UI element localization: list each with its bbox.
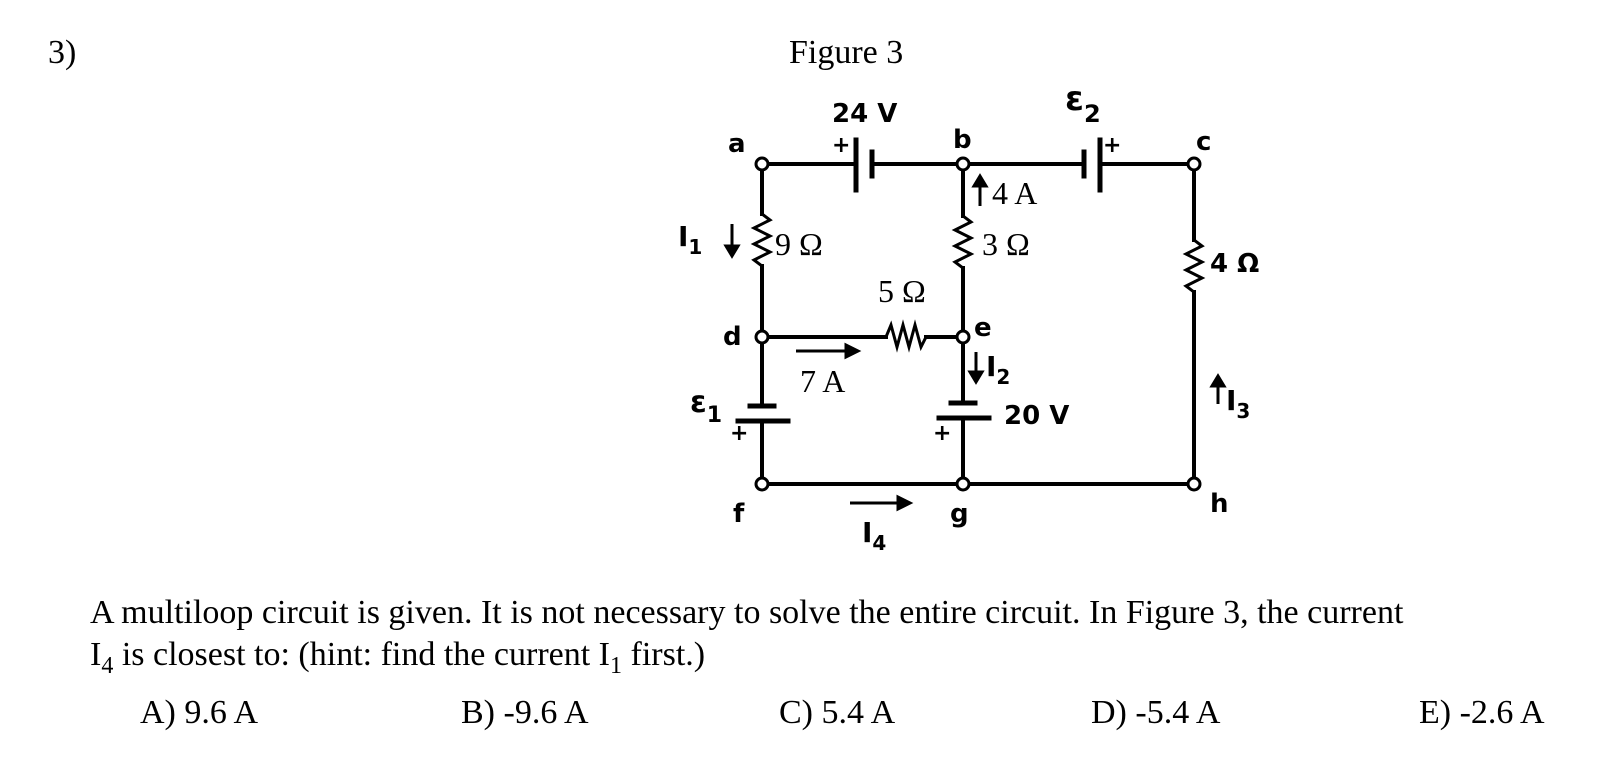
label-node-b: b [953,125,972,155]
label-i2: I2 [986,350,1010,389]
question-line2: is closest to: (hint: find the current I [113,636,610,673]
label-node-d: d [723,322,742,352]
label-node-e: e [974,313,992,343]
plus-e1: + [730,421,748,446]
choice-c[interactable]: C) 5.4 A [779,694,896,731]
label-node-c: c [1196,127,1211,157]
label-20v: 20 V [1004,401,1069,431]
node-d [754,329,770,345]
node-e [955,329,971,345]
node-a [754,156,770,172]
label-node-g: g [950,499,969,529]
label-e2: ε2 [1065,79,1101,128]
resistor-4-ohm [1182,237,1206,295]
arrow-4a-up-icon [971,173,989,188]
arrow-i2-down-icon [967,370,985,385]
node-f [754,476,770,492]
resistor-9-ohm [750,211,774,269]
figure-title: Figure 3 [789,34,904,71]
question-i-symbol: I [90,636,102,673]
question-number: 3) [48,34,77,71]
arrow-i1-down-icon [723,244,741,259]
resistor-5-ohm [884,319,929,353]
choice-e[interactable]: E) -2.6 A [1419,694,1545,731]
label-i3: I3 [1226,384,1250,423]
arrow-7a-right-icon [844,342,862,360]
question-line3: first.) [622,636,706,673]
node-c [1186,156,1202,172]
question-i-sub: 4 [101,652,114,679]
question-line1: A multiloop circuit is given. It is not … [90,594,1404,631]
plus-24v: + [832,133,850,158]
question-i1-sub: 1 [610,652,622,679]
label-5-ohm: 5 Ω [878,273,926,309]
label-i1: I1 [678,220,702,259]
plus-e2: + [1103,133,1121,158]
label-node-f: f [733,499,745,529]
node-h [1186,476,1202,492]
node-b [955,156,971,172]
node-g [955,476,971,492]
choice-a[interactable]: A) 9.6 A [140,694,259,731]
label-4-ohm: 4 Ω [1210,249,1259,279]
label-3-ohm: 3 Ω [982,226,1030,262]
arrow-i3-up-icon [1209,373,1227,388]
label-9-ohm: 9 Ω [775,226,823,262]
label-7a: 7 A [800,363,845,399]
choice-b[interactable]: B) -9.6 A [461,694,589,731]
question-text: A multiloop circuit is given. It is not … [90,592,1600,687]
choice-d[interactable]: D) -5.4 A [1091,694,1221,731]
plus-20v: + [933,421,951,446]
label-node-a: a [728,129,746,159]
arrow-i4-right-icon [896,494,914,512]
label-e1: ε1 [690,385,722,428]
label-24v: 24 V [832,99,897,129]
label-i4: I4 [862,516,886,555]
label-4a: 4 A [992,175,1037,211]
resistor-3-ohm [951,213,975,271]
label-node-h: h [1210,489,1229,519]
